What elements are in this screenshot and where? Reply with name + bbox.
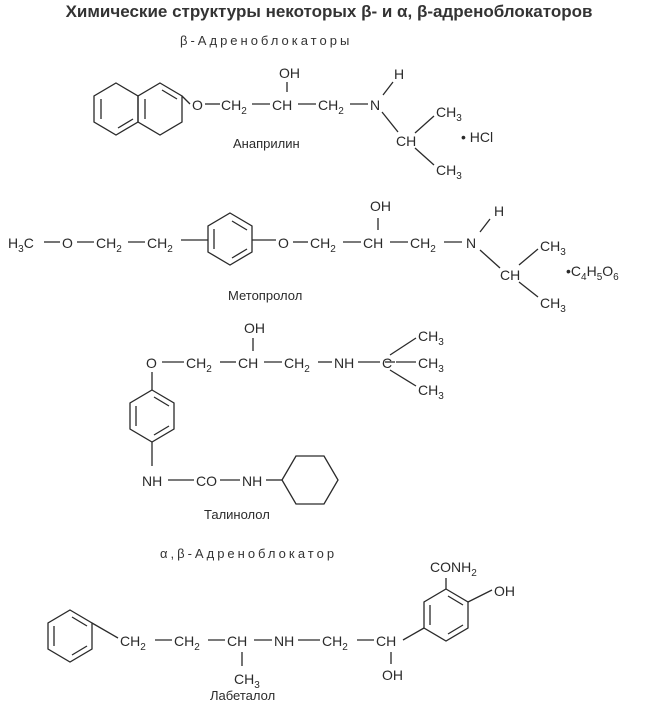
metoprolol-nitrogen: N	[466, 235, 476, 251]
talinolol-ch3-3: CH3	[418, 382, 444, 402]
anaprilin-salt: • HCl	[461, 129, 493, 145]
labetalol-hydroxyl: OH	[382, 667, 403, 683]
talinolol-name: Талинолол	[204, 507, 270, 522]
labetalol-ch2-c: CH2	[322, 633, 348, 653]
labetalol-ch: CH	[227, 633, 247, 649]
naphthalene-ring-left	[93, 82, 139, 136]
labetalol-ch-oh: CH	[376, 633, 396, 649]
talinolol-nh-1: NH	[142, 473, 162, 489]
anaprilin-ch2-a: CH2	[221, 97, 247, 117]
metoprolol-ch2-b: CH2	[147, 235, 173, 255]
talinolol-ch2-b: CH2	[284, 355, 310, 375]
talinolol-structure: O CH2 CH OH CH2 NH C CH3 CH3 CH3 NH CO N…	[129, 320, 444, 522]
metoprolol-ch3-top: CH3	[540, 238, 566, 258]
metoprolol-ch2-c: CH2	[310, 235, 336, 255]
talinolol-ch2-a: CH2	[186, 355, 212, 375]
metoprolol-salt: •C4H5O6	[566, 263, 619, 283]
talinolol-carbonyl: CO	[196, 473, 217, 489]
metoprolol-hydroxyl: OH	[370, 198, 391, 214]
anaprilin-name: Анаприлин	[233, 136, 300, 151]
metoprolol-structure: H3C O CH2 CH2 O CH2 CH OH CH2 N H CH CH3…	[8, 198, 619, 315]
anaprilin-ch-iso: CH	[396, 133, 416, 149]
labetalol-nh: NH	[274, 633, 294, 649]
subtitle-beta-blockers: β-Адреноблокаторы	[180, 33, 353, 48]
metoprolol-ch3-bottom: CH3	[540, 295, 566, 315]
labetalol-name: Лабеталол	[210, 688, 275, 703]
labetalol-structure: CH2 CH2 CH CH3 NH CH2 CH OH CONH2 OH Лаб…	[47, 559, 515, 703]
metoprolol-ch-iso: CH	[500, 267, 520, 283]
labetalol-ch2-b: CH2	[174, 633, 200, 653]
subtitle-alpha-beta-blocker: α,β-Адреноблокатор	[160, 546, 338, 561]
talinolol-cyclohexane-ring	[281, 455, 339, 505]
talinolol-ch3-1: CH3	[418, 328, 444, 348]
anaprilin-structure: O CH2 CH OH CH2 N H CH CH3 CH3 • HCl Ана…	[93, 65, 493, 182]
metoprolol-ch2-d: CH2	[410, 235, 436, 255]
talinolol-ch: CH	[238, 355, 258, 371]
labetalol-phenol-hydroxyl: OH	[494, 583, 515, 599]
talinolol-hydroxyl: OH	[244, 320, 265, 336]
labetalol-carboxamide: CONH2	[430, 559, 477, 579]
anaprilin-hydroxyl: OH	[279, 65, 300, 81]
anaprilin-oxygen: O	[192, 97, 203, 113]
labetalol-ch3: CH3	[234, 671, 260, 691]
labetalol-ch2-a: CH2	[120, 633, 146, 653]
anaprilin-ch3-bottom: CH3	[436, 162, 462, 182]
anaprilin-ch3-top: CH3	[436, 104, 462, 124]
talinolol-nh: NH	[334, 355, 354, 371]
metoprolol-h: H	[494, 203, 504, 219]
metoprolol-name: Метопролол	[228, 288, 302, 303]
metoprolol-benzene-ring	[207, 212, 253, 266]
talinolol-ch3-2: CH3	[418, 355, 444, 375]
talinolol-quaternary-c: C	[382, 355, 392, 371]
anaprilin-nitrogen: N	[370, 97, 380, 113]
metoprolol-ch: CH	[363, 235, 383, 251]
metoprolol-oxygen-2: O	[278, 235, 289, 251]
talinolol-oxygen: O	[146, 355, 157, 371]
talinolol-nh-2: NH	[242, 473, 262, 489]
anaprilin-ch2-b: CH2	[318, 97, 344, 117]
metoprolol-oxygen-1: O	[62, 235, 73, 251]
anaprilin-h: H	[394, 66, 404, 82]
page-title: Химические структуры некоторых β- и α, β…	[65, 2, 593, 21]
metoprolol-h3c: H3C	[8, 235, 34, 255]
anaprilin-ch: CH	[272, 97, 292, 113]
metoprolol-ch2-a: CH2	[96, 235, 122, 255]
